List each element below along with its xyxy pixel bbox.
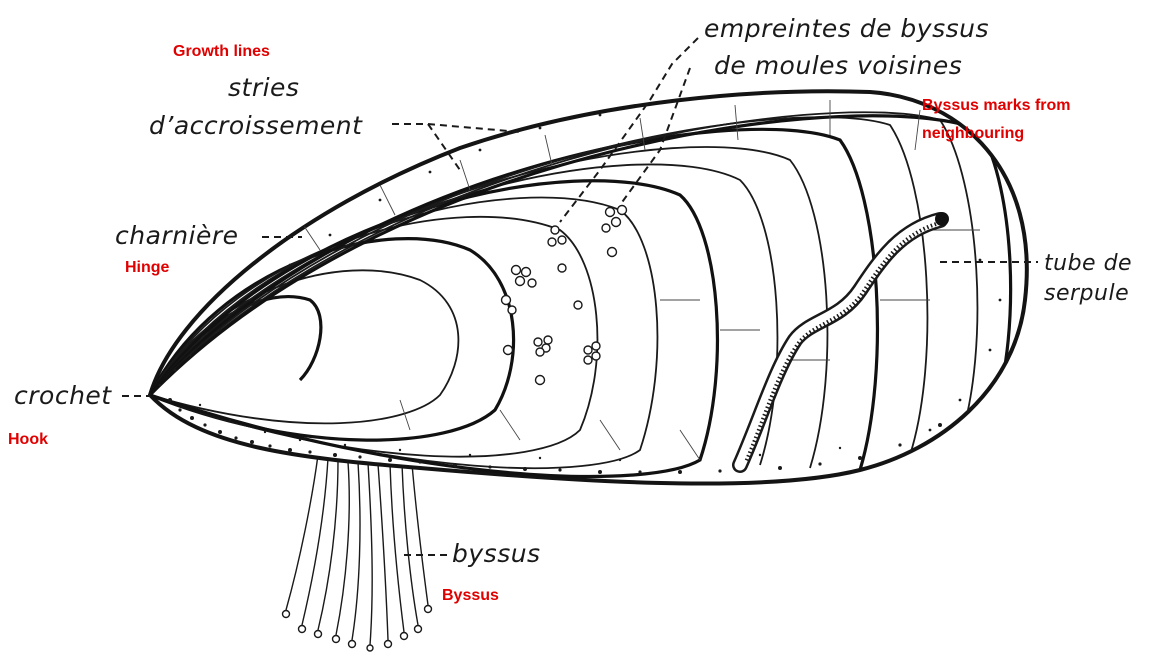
label-charniere: charnière [115, 221, 239, 250]
mussel-shell [150, 91, 1027, 483]
label-byssus: byssus [452, 539, 541, 568]
label-serpule-line1: tube de [1044, 251, 1132, 276]
label-hinge: Hinge [125, 259, 170, 276]
label-empreintes-line1: empreintes de byssus [704, 14, 989, 43]
label-empreintes-line2: de moules voisines [714, 51, 962, 80]
label-byssus-marks-line2: neighbouring [922, 125, 1024, 142]
label-stries-line1: stries [228, 73, 299, 102]
label-byssus-en: Byssus [442, 587, 499, 604]
label-byssus-marks-line1: Byssus marks from [922, 97, 1071, 114]
label-crochet: crochet [14, 381, 112, 410]
label-stries-line2: d’accroissement [149, 111, 363, 140]
label-growth-lines: Growth lines [173, 43, 270, 60]
byssus-threads [283, 455, 432, 651]
label-hook: Hook [8, 431, 48, 448]
label-serpule-line2: serpule [1044, 281, 1129, 306]
